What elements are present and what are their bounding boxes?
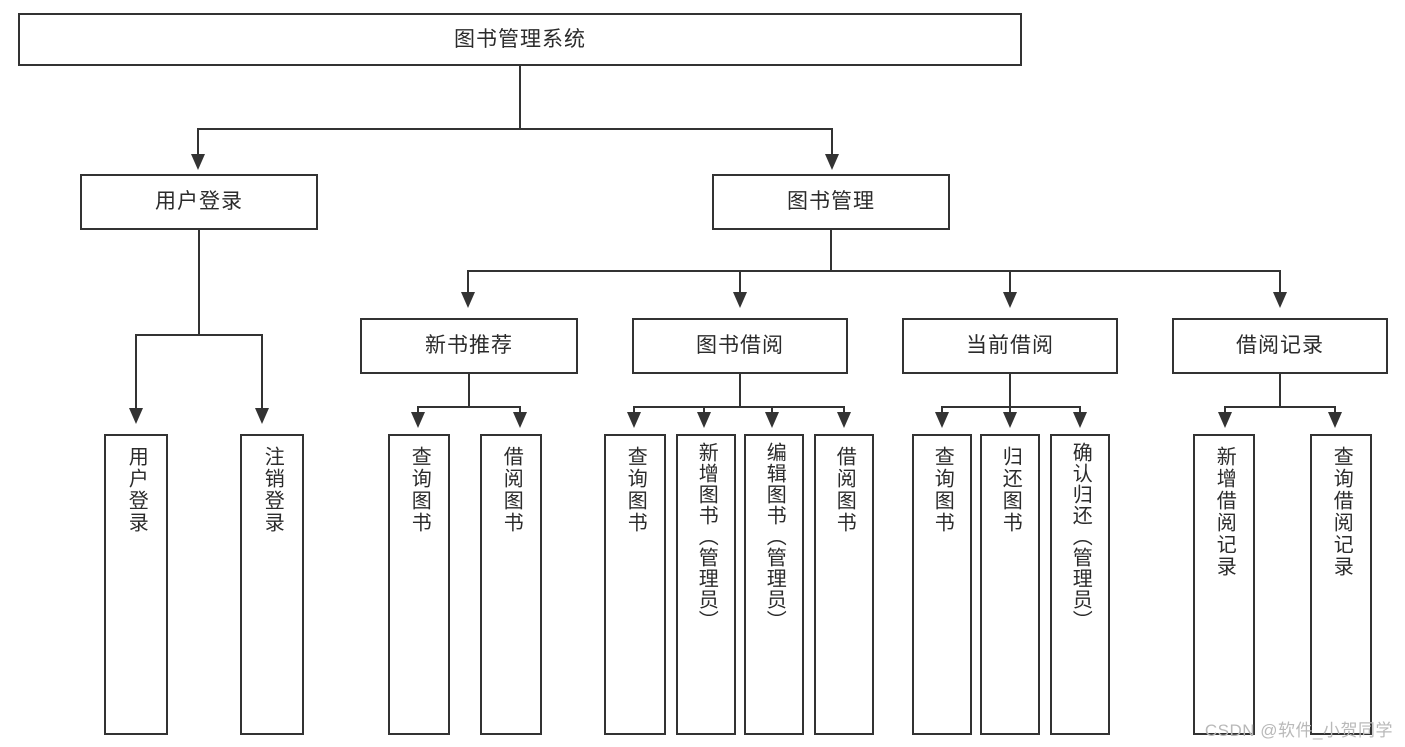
connector-br-drop-1 [1224,406,1226,414]
arrow-to-book-borrow [733,292,747,308]
connector-br-bus [1224,406,1336,408]
leaf-add-borrow-record[interactable]: 新增借阅记录 [1193,434,1255,735]
leaf-label: 查询图书 [408,446,431,534]
connector-root-stem [519,66,521,130]
connector-book-management-bus [467,270,1281,272]
arrow-to-leaf-logout [255,408,269,424]
connector-book-management-stem [830,230,832,272]
connector-br-stem [1279,374,1281,408]
leaf-query-borrow-record[interactable]: 查询借阅记录 [1310,434,1372,735]
connector-nbr-stem [468,374,470,408]
connector-root-drop-1 [197,128,199,156]
leaf-label: 借阅图书 [500,446,523,534]
leaf-label: 归还图书 [999,446,1022,534]
arrow-to-user-login [191,154,205,170]
leaf-borrow-book[interactable]: 借阅图书 [814,434,874,735]
connector-cb-drop-1 [941,406,943,414]
connector-cb-bus [941,406,1081,408]
arrow-to-leaf-borrow-book-2 [837,412,851,428]
connector-user-login-drop-2 [261,334,263,410]
leaf-logout[interactable]: 注销登录 [240,434,304,735]
leaf-label: 查询借阅记录 [1330,446,1353,578]
node-label: 图书借阅 [696,334,784,358]
leaf-confirm-return-admin[interactable]: 确认归还（管理员） [1050,434,1110,735]
leaf-label: 确认归还（管理员） [1069,442,1092,631]
connector-bb-drop-1 [633,406,635,414]
arrow-to-leaf-confirm-return [1073,412,1087,428]
connector-bm-drop-3 [1009,270,1011,294]
connector-br-drop-2 [1334,406,1336,414]
node-root-library-system[interactable]: 图书管理系统 [18,13,1022,66]
leaf-borrow-book-recommend[interactable]: 借阅图书 [480,434,542,735]
arrow-to-new-book-recommend [461,292,475,308]
arrow-to-leaf-edit-book [765,412,779,428]
leaf-query-book-borrow[interactable]: 查询图书 [604,434,666,735]
arrow-to-leaf-return-book [1003,412,1017,428]
connector-user-login-stem [198,230,200,336]
leaf-user-login[interactable]: 用户登录 [104,434,168,735]
node-new-book-recommend[interactable]: 新书推荐 [360,318,578,374]
connector-bm-drop-1 [467,270,469,294]
node-label: 用户登录 [155,190,243,214]
leaf-label: 注销登录 [261,446,284,534]
connector-bm-drop-2 [739,270,741,294]
node-borrow-records[interactable]: 借阅记录 [1172,318,1388,374]
leaf-query-book-recommend[interactable]: 查询图书 [388,434,450,735]
connector-bb-drop-3 [771,406,773,414]
node-label: 当前借阅 [966,334,1054,358]
connector-nbr-drop-1 [417,406,419,414]
leaf-edit-book-admin[interactable]: 编辑图书（管理员） [744,434,804,735]
leaf-label: 查询图书 [931,446,954,534]
arrow-to-leaf-query-book-3 [935,412,949,428]
connector-bb-stem [739,374,741,408]
node-current-borrow[interactable]: 当前借阅 [902,318,1118,374]
leaf-label: 借阅图书 [833,446,856,534]
connector-nbr-bus [417,406,521,408]
arrow-to-book-management [825,154,839,170]
arrow-to-leaf-query-record [1328,412,1342,428]
leaf-label: 查询图书 [624,446,647,534]
connector-cb-stem [1009,374,1011,408]
leaf-return-book[interactable]: 归还图书 [980,434,1040,735]
node-book-management[interactable]: 图书管理 [712,174,950,230]
leaf-label: 新增图书（管理员） [695,442,718,631]
connector-bm-drop-4 [1279,270,1281,294]
connector-user-login-bus [135,334,263,336]
arrow-to-leaf-query-book-2 [627,412,641,428]
leaf-add-book-admin[interactable]: 新增图书（管理员） [676,434,736,735]
leaf-query-book-current[interactable]: 查询图书 [912,434,972,735]
node-label: 新书推荐 [425,334,513,358]
connector-bb-bus [633,406,845,408]
connector-root-bus [197,128,833,130]
node-label: 图书管理 [787,190,875,214]
arrow-to-current-borrow [1003,292,1017,308]
arrow-to-leaf-query-book-1 [411,412,425,428]
node-book-borrow[interactable]: 图书借阅 [632,318,848,374]
arrow-to-leaf-add-record [1218,412,1232,428]
connector-cb-drop-3 [1079,406,1081,414]
leaf-label: 用户登录 [125,446,148,534]
arrow-to-leaf-add-book [697,412,711,428]
connector-nbr-drop-2 [519,406,521,414]
connector-bb-drop-2 [703,406,705,414]
arrow-to-borrow-records [1273,292,1287,308]
connector-root-drop-2 [831,128,833,156]
arrow-to-leaf-user-login [129,408,143,424]
arrow-to-leaf-borrow-book-1 [513,412,527,428]
connector-cb-drop-2 [1009,406,1011,414]
csdn-watermark: CSDN @软件_小贺同学 [1204,721,1393,740]
connector-bb-drop-4 [843,406,845,414]
leaf-label: 新增借阅记录 [1213,446,1236,578]
node-label: 借阅记录 [1236,334,1324,358]
node-user-login[interactable]: 用户登录 [80,174,318,230]
node-label: 图书管理系统 [454,27,586,51]
leaf-label: 编辑图书（管理员） [763,442,786,631]
connector-user-login-drop-1 [135,334,137,410]
